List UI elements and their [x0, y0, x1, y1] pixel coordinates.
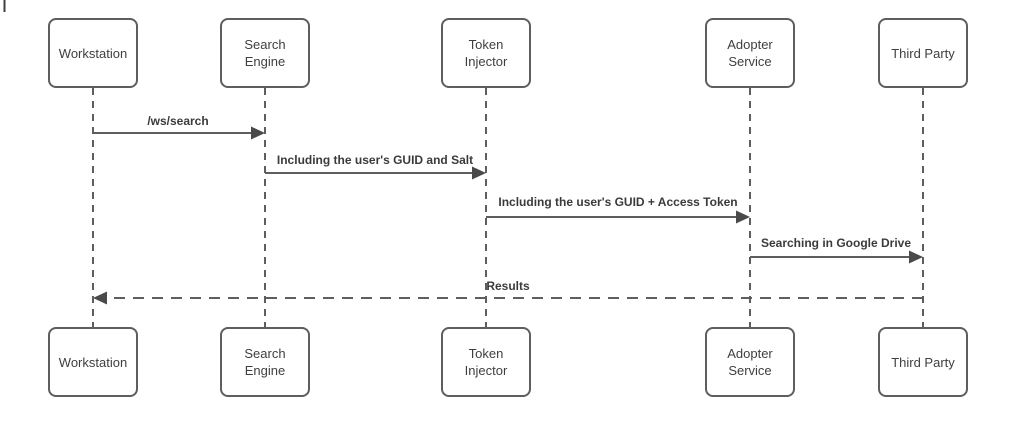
message-label-google-drive: Searching in Google Drive [760, 236, 912, 250]
participant-label: Third Party [891, 45, 955, 61]
participant-box-token-injector-top[interactable]: Token Injector [441, 18, 531, 88]
participant-label: Adopter Service [727, 37, 773, 69]
message-label-guid-salt: Including the user's GUID and Salt [276, 153, 474, 167]
participant-box-third-party-top[interactable]: Third Party [878, 18, 968, 88]
arrowhead-right-icon [736, 210, 750, 224]
participant-box-workstation-bottom[interactable]: Workstation [48, 327, 138, 397]
participant-label: Search Engine [244, 37, 286, 69]
arrowhead-right-icon [251, 126, 265, 140]
participant-label: Token Injector [464, 346, 508, 378]
message-label-results: Results [486, 279, 530, 293]
participant-label: Token Injector [464, 37, 508, 69]
arrowhead-left-icon [93, 291, 107, 305]
participant-label: Workstation [58, 354, 128, 370]
participant-box-search-engine-bottom[interactable]: Search Engine [220, 327, 310, 397]
arrowhead-right-icon [909, 250, 923, 264]
participant-box-search-engine-top[interactable]: Search Engine [220, 18, 310, 88]
participant-box-adopter-service-top[interactable]: Adopter Service [705, 18, 795, 88]
message-label-guid-access-token: Including the user's GUID + Access Token [498, 195, 738, 209]
participant-box-token-injector-bottom[interactable]: Token Injector [441, 327, 531, 397]
arrowhead-right-icon [472, 166, 486, 180]
participant-label: Search Engine [244, 346, 286, 378]
participant-box-workstation-top[interactable]: Workstation [48, 18, 138, 88]
participant-label: Adopter Service [727, 346, 773, 378]
message-label-ws-search: /ws/search [147, 114, 209, 128]
participant-label: Workstation [58, 45, 128, 61]
participant-label: Third Party [891, 354, 955, 370]
participant-box-third-party-bottom[interactable]: Third Party [878, 327, 968, 397]
participant-box-adopter-service-bottom[interactable]: Adopter Service [705, 327, 795, 397]
